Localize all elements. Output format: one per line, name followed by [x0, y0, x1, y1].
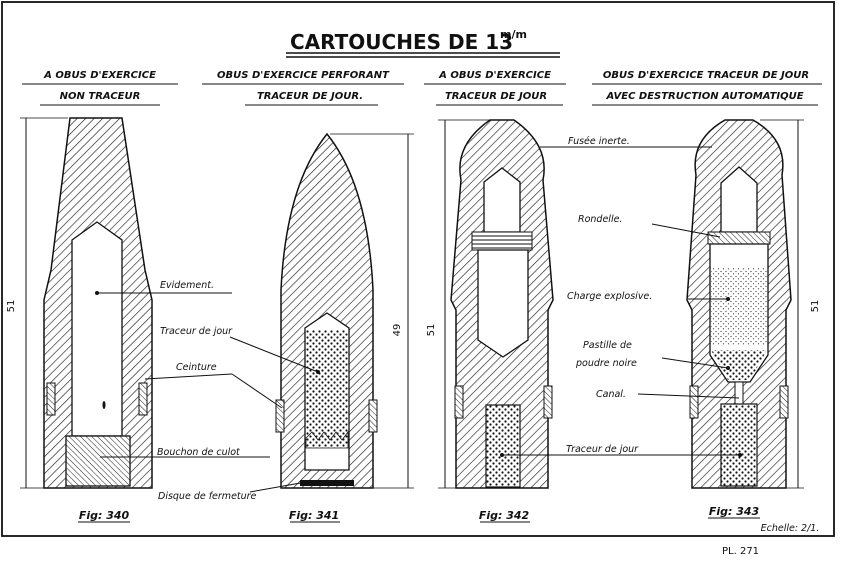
label-disque: Disque de fermeture: [158, 491, 257, 502]
shell-fig-343: [686, 119, 804, 489]
dim-341: 49: [392, 324, 403, 337]
leaders-341: [229, 336, 320, 493]
label-rondelle: Rondelle.: [578, 214, 622, 225]
plate-number: PL. 271: [722, 546, 759, 557]
header-3-line2: TRACEUR DE JOUR: [445, 91, 547, 102]
header-1-line2: NON TRACEUR: [60, 91, 141, 102]
figure-captions: Fig: 340 Fig: 341 Fig: 342 Fig: 343 Eche…: [78, 505, 819, 534]
label-traceur-341: Traceur de jour: [160, 326, 233, 337]
leaders-340: [95, 291, 270, 458]
header-2-line2: TRACEUR DE JOUR.: [257, 91, 363, 102]
header-3-line1: A OBUS D'EXERCICE: [438, 70, 551, 81]
dim-342: 51: [426, 324, 437, 337]
label-fusee: Fusée inerte.: [568, 136, 630, 147]
scale-note: Echelle: 2/1.: [761, 523, 820, 534]
label-pastille-1: Pastille de: [583, 340, 632, 351]
title-text: CARTOUCHES DE 13: [290, 30, 513, 54]
plate-frame: [1, 1, 835, 537]
leaders-342-343: [500, 146, 742, 457]
column-headers: A OBUS D'EXERCICE NON TRACEUR OBUS D'EXE…: [22, 70, 822, 106]
plate-title: CARTOUCHES DE 13 m/m: [286, 28, 560, 58]
header-2-line1: OBUS D'EXERCICE PERFORANT: [217, 70, 390, 81]
label-pastille-2: poudre noire: [575, 358, 637, 369]
dim-340: 51: [6, 300, 17, 313]
shell-fig-342: [438, 119, 554, 489]
title-unit: m/m: [500, 28, 527, 41]
header-4-line1: OBUS D'EXERCICE TRACEUR DE JOUR: [603, 70, 809, 81]
header-4-line2: AVEC DESTRUCTION AUTOMATIQUE: [605, 91, 803, 102]
fig-340-caption: Fig: 340: [79, 509, 130, 522]
dim-343: 51: [810, 300, 821, 313]
shell-fig-340: [20, 117, 153, 489]
fig-342-caption: Fig: 342: [479, 509, 530, 522]
label-evidement: Evidement.: [160, 280, 214, 291]
label-canal: Canal.: [596, 389, 626, 400]
label-bouchon: Bouchon de culot: [157, 447, 241, 458]
label-traceur-343: Traceur de jour: [566, 444, 639, 455]
shell-fig-341: [275, 132, 414, 489]
fig-341-caption: Fig: 341: [289, 509, 339, 522]
label-charge: Charge explosive.: [567, 291, 652, 302]
fig-343-caption: Fig: 343: [709, 505, 760, 518]
header-1-line1: A OBUS D'EXERCICE: [43, 70, 156, 81]
label-ceinture: Ceinture: [176, 362, 217, 373]
